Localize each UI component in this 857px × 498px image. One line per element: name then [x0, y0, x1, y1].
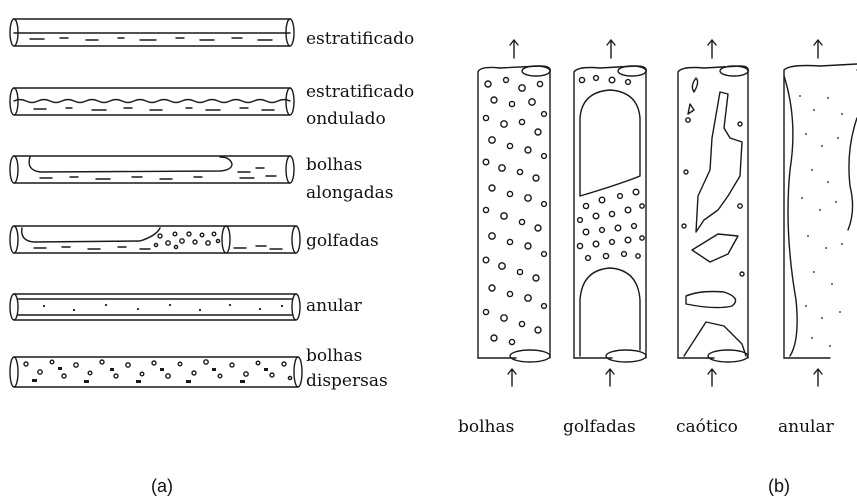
label-elongated-1: bolhas [306, 155, 362, 175]
pipe-stratified-wavy [10, 88, 294, 115]
tube-slug [574, 66, 646, 362]
label-stratified-wavy-1: estratificado [306, 82, 414, 102]
tube-annular [784, 64, 857, 358]
pipe-annular [10, 294, 300, 320]
liquid-dashes-stratified [30, 38, 272, 40]
panel-b-labels: bolhas golfadas caótico anular [458, 417, 835, 437]
label-annular-vertical: anular [778, 417, 835, 437]
top-arrows [510, 40, 822, 58]
bubbles-bubbly [483, 78, 546, 345]
slug-bubbles [154, 232, 219, 249]
label-dispersed-2: dispersas [306, 371, 388, 391]
label-annular: anular [306, 296, 363, 316]
bottom-arrows [508, 369, 822, 386]
label-bubbly: bolhas [458, 417, 514, 437]
pipe-stratified [10, 19, 294, 46]
label-elongated-2: alongadas [306, 183, 394, 203]
label-slug: golfadas [306, 231, 379, 251]
tube-bubbly [478, 66, 550, 362]
caption-b: (b) [768, 476, 790, 496]
tube-churn [678, 66, 748, 362]
pipe-elongated-bubbles [10, 156, 294, 183]
panel-b: bolhas golfadas caótico anular (b) [458, 40, 857, 496]
panel-a-labels: estratificado estratificado ondulado bol… [306, 29, 414, 391]
panel-a: estratificado estratificado ondulado bol… [10, 19, 414, 496]
liquid-dashes-wavy [34, 108, 274, 110]
caption-a: (a) [151, 476, 173, 496]
pipe-dispersed-bubbles [10, 357, 302, 387]
label-stratified: estratificado [306, 29, 414, 49]
label-churn: caótico [676, 417, 738, 437]
pipe-slug [10, 226, 300, 253]
label-slug-vertical: golfadas [563, 417, 636, 437]
label-dispersed-1: bolhas [306, 346, 362, 366]
label-stratified-wavy-2: ondulado [306, 109, 386, 129]
